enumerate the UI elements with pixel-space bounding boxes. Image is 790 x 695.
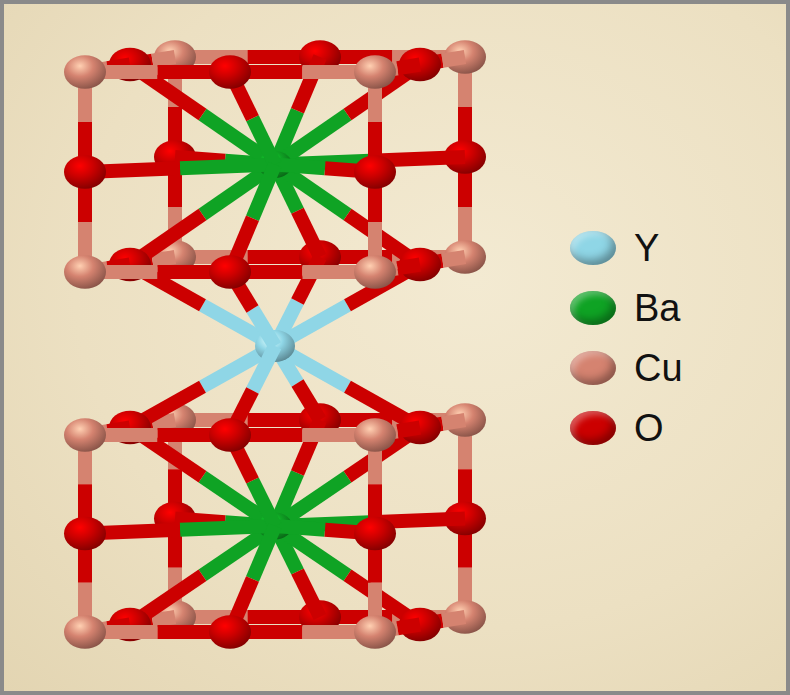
bond-half xyxy=(253,309,276,346)
atom xyxy=(354,155,396,189)
bond xyxy=(230,435,375,436)
legend-label: Ba xyxy=(634,289,680,327)
ball-and-stick-model xyxy=(64,40,486,649)
legend-swatch xyxy=(570,291,616,325)
bond-half xyxy=(443,420,466,424)
bond xyxy=(175,257,320,258)
bond xyxy=(85,435,230,436)
atom xyxy=(354,255,396,289)
bond xyxy=(275,346,420,428)
legend-swatch xyxy=(570,351,616,385)
bond xyxy=(175,57,320,58)
bond-half xyxy=(398,428,421,432)
legend-swatch xyxy=(570,411,616,445)
atom xyxy=(354,418,396,452)
bond xyxy=(275,65,420,165)
bond xyxy=(85,272,230,273)
legend-label: O xyxy=(634,409,664,447)
legend-entry: Cu xyxy=(570,338,683,398)
bond xyxy=(275,165,420,265)
bond xyxy=(130,346,275,428)
bond-half xyxy=(275,526,325,530)
bond xyxy=(130,428,275,527)
legend-swatch xyxy=(570,231,616,265)
bond xyxy=(230,72,375,73)
bond-half xyxy=(253,346,276,391)
legend-label: Cu xyxy=(634,349,683,387)
bond xyxy=(85,72,230,73)
bond xyxy=(230,272,375,273)
legend-entry: Ba xyxy=(570,278,683,338)
bond-half xyxy=(203,477,276,526)
bond xyxy=(275,428,420,527)
bond xyxy=(175,617,320,618)
bond-half xyxy=(203,305,276,346)
atom xyxy=(209,418,251,452)
legend-label: Y xyxy=(634,229,659,267)
atom xyxy=(209,615,251,649)
bond xyxy=(230,632,375,633)
bond-half xyxy=(180,165,275,169)
bond-half xyxy=(443,57,466,61)
bond-half xyxy=(275,165,325,169)
bond-half xyxy=(398,65,421,69)
bond xyxy=(175,420,320,421)
bond-half xyxy=(153,57,176,61)
atom xyxy=(64,255,106,289)
bond-half xyxy=(153,257,176,261)
atom xyxy=(354,55,396,89)
bond xyxy=(130,165,275,265)
bond-half xyxy=(298,420,321,473)
bond-half xyxy=(298,257,321,302)
bond-half xyxy=(298,572,321,618)
bond xyxy=(85,632,230,633)
bond-half xyxy=(253,165,276,219)
legend-entry: O xyxy=(570,398,683,458)
atom xyxy=(209,55,251,89)
bond xyxy=(130,65,275,165)
atom xyxy=(64,418,106,452)
atom xyxy=(354,517,396,551)
atom xyxy=(64,55,106,89)
bond-half xyxy=(298,211,321,257)
atom xyxy=(209,255,251,289)
atom xyxy=(64,517,106,551)
legend: Y BaCuO xyxy=(570,218,683,458)
bond-half xyxy=(203,115,276,165)
bond-half xyxy=(253,481,276,527)
bond-half xyxy=(443,617,466,621)
bond-half xyxy=(443,257,466,261)
legend-entry: Y xyxy=(570,218,683,278)
bond-half xyxy=(153,617,176,621)
bond xyxy=(130,526,275,625)
bond xyxy=(85,526,275,534)
atom xyxy=(354,615,396,649)
bond-half xyxy=(253,526,276,579)
atom xyxy=(64,615,106,649)
bond xyxy=(85,165,275,173)
bond-half xyxy=(180,526,275,530)
atom xyxy=(64,155,106,189)
bond-half xyxy=(398,265,421,269)
bond-half xyxy=(253,118,276,164)
bond-half xyxy=(398,625,421,629)
bond xyxy=(275,526,420,625)
bond-half xyxy=(298,383,321,420)
bond xyxy=(230,165,275,273)
